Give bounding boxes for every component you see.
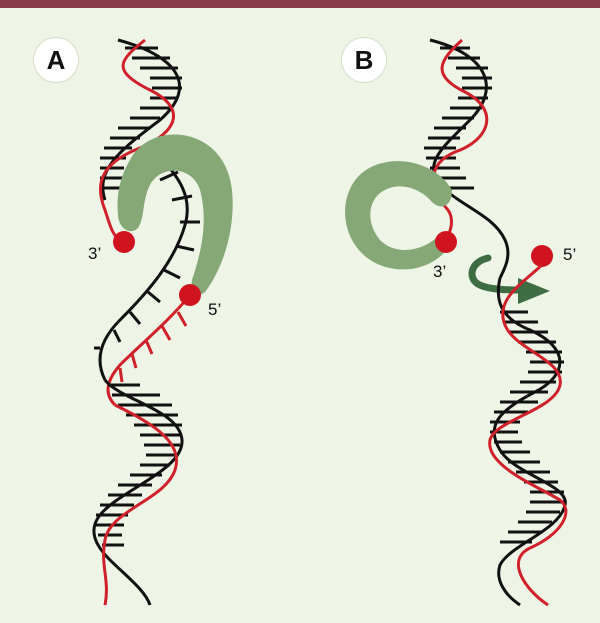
panel-b-rotation-arrow xyxy=(468,254,526,294)
panel-a-5-prime-label: 5’ xyxy=(208,300,222,319)
panel-b-diagram xyxy=(345,38,568,607)
panel-a-unpaired-bases-black xyxy=(94,170,200,350)
panel-a-lower-black-strand xyxy=(92,379,184,606)
panel-a-unwound-black-strand xyxy=(98,149,189,381)
panel-b-5-prime-end xyxy=(531,245,553,267)
panel-b-3-prime-label: 3’ xyxy=(433,262,447,281)
panel-a-3-prime-label: 3’ xyxy=(88,244,102,263)
panel-b-arrowhead xyxy=(518,278,550,304)
panel-b-enzyme xyxy=(345,161,452,270)
panel-b-upper-red-strand xyxy=(432,38,489,243)
panel-a-lower-red-strand xyxy=(102,403,179,606)
panel-b-lower-black-strand xyxy=(492,277,567,607)
panel-a-diagram xyxy=(92,38,233,606)
panel-b-3-prime-end xyxy=(435,231,457,253)
top-accent-bar xyxy=(0,0,600,8)
panel-a-5-prime-end xyxy=(179,284,201,306)
panel-b-lower-red-strand xyxy=(488,263,568,607)
panel-a-enzyme xyxy=(117,134,233,295)
panel-b-5-prime-label: 5’ xyxy=(563,245,577,264)
panel-a-lower-base-pairs xyxy=(96,383,182,547)
panel-a-3-prime-end xyxy=(113,231,135,253)
panel-a-badge: A xyxy=(34,38,78,82)
panel-a-unpaired-bases-red xyxy=(118,311,188,383)
panel-a-unwound-red-strand xyxy=(106,294,192,407)
panel-b-badge: B xyxy=(342,38,386,82)
